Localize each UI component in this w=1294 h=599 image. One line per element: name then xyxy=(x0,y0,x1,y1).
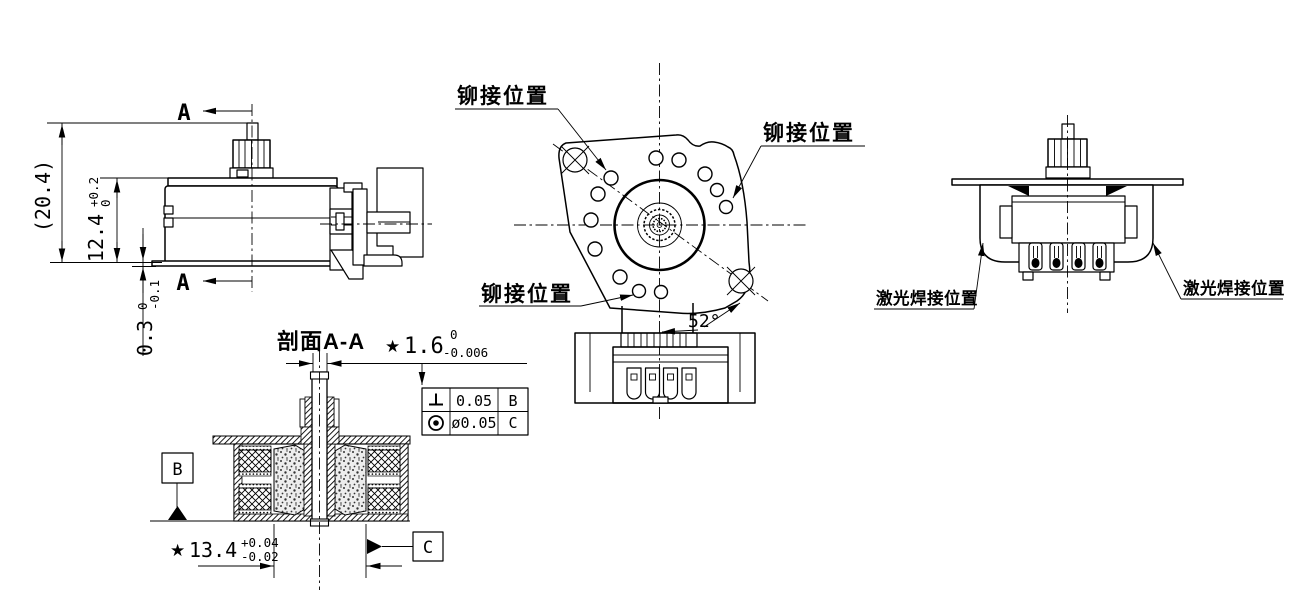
dim-plate-thickness-value: 0.3 xyxy=(133,320,157,356)
datum-c-label: C xyxy=(423,538,433,558)
datum-c-triangle-icon xyxy=(367,539,382,554)
rotor-magnets xyxy=(273,444,367,516)
mounting-holes xyxy=(583,150,734,300)
rivet-leader-top-left xyxy=(557,108,607,171)
datum-c-box xyxy=(412,531,444,562)
fcf-row1-tolerance: 0.05 xyxy=(456,392,492,410)
shaft-dim-star: ★ xyxy=(385,337,400,357)
section-view: 剖面A-A ★ 1.6 0 -0.006 0.05 B xyxy=(150,327,529,590)
rotor-gear xyxy=(613,178,706,272)
core-width-dim-value: 13.4 xyxy=(189,538,237,562)
rear-inner-housing xyxy=(999,186,1138,244)
pin-1 xyxy=(1028,242,1043,271)
rivet-cross-icon-bottom-right xyxy=(726,266,756,296)
weld-leader-left xyxy=(973,242,985,310)
shaft-dim-lower: -0.006 xyxy=(443,345,488,360)
dim-body-height-value: 12.4 xyxy=(84,214,108,262)
terminal-slots xyxy=(626,367,697,400)
dim-overall-height-text: (20.4) xyxy=(31,160,55,232)
rivet-label-top-left: 铆接位置 xyxy=(457,84,549,108)
fcf-frame: 0.05 B ø0.05 C xyxy=(421,387,529,436)
rivet-cross-icon-top-left xyxy=(560,145,590,175)
section-cut-line: A A xyxy=(176,101,253,296)
motor-cross-section xyxy=(150,350,411,590)
side-view: A A (20.4) 12.4 +0.2 0 xyxy=(31,101,432,356)
datum-b: B xyxy=(161,452,194,520)
coil-windings xyxy=(238,445,401,515)
fcf-row1-datum: B xyxy=(508,392,517,410)
weld-label-left: 激光焊接位置 xyxy=(876,288,978,308)
rivet-label-top-right: 铆接位置 xyxy=(763,121,855,145)
weld-label-right: 激光焊接位置 xyxy=(1183,278,1285,298)
pin-2 xyxy=(1049,242,1064,271)
shaft-dim-value: 1.6 xyxy=(404,334,444,359)
fcf-row2-tolerance: ø0.05 xyxy=(451,414,496,432)
dim-plate-thickness-upper: 0 xyxy=(135,302,150,310)
dim-body-height-lower: 0 xyxy=(98,199,113,207)
terminal-arm xyxy=(366,211,411,234)
rivet-leader-top-right xyxy=(732,145,762,199)
front-view: 铆接位置 铆接位置 铆接位置 52° xyxy=(455,63,865,420)
core-width-dim-star: ★ xyxy=(170,541,185,561)
connector-bracket xyxy=(320,167,432,280)
angle-dim-text: 52° xyxy=(688,311,721,332)
concentricity-symbol-icon xyxy=(428,415,444,431)
pin-3 xyxy=(1071,242,1086,271)
datum-b-box xyxy=(161,452,194,484)
section-marker-a-bottom-label: A xyxy=(176,271,189,296)
rotor-hub-right xyxy=(326,443,336,517)
side-view-dimensions: (20.4) 12.4 +0.2 0 0.3 0 -0.1 xyxy=(31,122,250,356)
rear-view-labels: 激光焊接位置 激光焊接位置 xyxy=(874,242,1285,310)
datum-c: C xyxy=(367,531,444,562)
datum-b-triangle-icon xyxy=(168,506,187,520)
pin-4 xyxy=(1092,242,1107,271)
weld-leader-right xyxy=(1152,242,1182,300)
rear-gear-shaft xyxy=(1045,123,1091,179)
dim-plate-thickness-lower: -0.1 xyxy=(147,280,162,310)
section-marker-a-top-label: A xyxy=(177,101,190,126)
perpendicularity-symbol-icon xyxy=(429,393,443,406)
output-shaft xyxy=(309,350,330,590)
gear-shaft xyxy=(229,122,274,182)
core-width-dim-lower: -0.02 xyxy=(241,549,279,564)
dim-body-height-upper: +0.2 xyxy=(86,177,101,207)
core-width-dim-upper: +0.04 xyxy=(241,535,279,550)
fcf-row2-datum: C xyxy=(508,414,517,432)
section-title: 剖面A-A xyxy=(277,329,365,354)
shaft-dim-upper: 0 xyxy=(450,327,458,342)
datum-b-label: B xyxy=(172,460,182,480)
rotor-hub-left xyxy=(303,443,313,517)
angle-arrow-diagonal xyxy=(703,302,741,328)
front-view-labels: 铆接位置 铆接位置 铆接位置 52° xyxy=(455,84,865,335)
angle-arrow-left xyxy=(661,327,699,335)
rear-pin-housing xyxy=(1018,242,1115,281)
connector-front xyxy=(574,303,756,404)
rear-view: 激光焊接位置 激光焊接位置 xyxy=(874,115,1285,313)
bracket-foot xyxy=(363,254,403,267)
rivet-leader-bottom-left xyxy=(580,294,634,307)
shaft-dimension: ★ 1.6 0 -0.006 xyxy=(286,327,527,385)
rivet-label-bottom-left: 铆接位置 xyxy=(481,282,573,306)
core-width-dimension: ★ 13.4 +0.04 -0.02 C xyxy=(170,524,444,578)
